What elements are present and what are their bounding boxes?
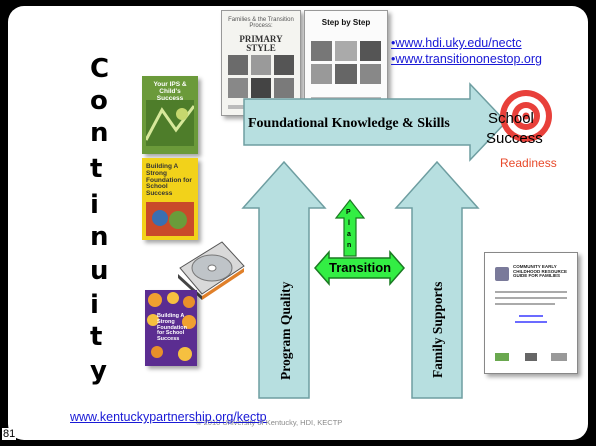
plan-letter: l bbox=[348, 220, 350, 227]
transition-arrow bbox=[314, 250, 405, 286]
family-supports-arrow bbox=[394, 160, 480, 399]
continuity-letter: n bbox=[90, 118, 109, 148]
guide-text-line bbox=[495, 303, 555, 305]
transition-onestop-link[interactable]: •www.transitiononestop.org bbox=[391, 52, 542, 66]
continuity-letter: t bbox=[90, 154, 103, 184]
foundational-label: Foundational Knowledge & Skills bbox=[248, 116, 450, 131]
booklet-photos bbox=[228, 55, 294, 98]
booklet-title: Step by Step bbox=[321, 18, 371, 27]
community-resource-guide-booklet: COMMUNITY EARLY CHILDHOOD RESOURCE GUIDE… bbox=[484, 252, 578, 374]
cd-case bbox=[178, 241, 245, 300]
continuity-letter: y bbox=[90, 356, 107, 386]
school-label: School bbox=[488, 110, 534, 127]
program-quality-arrow bbox=[241, 160, 327, 399]
your-ips-booklet: Your IPS & Child's Success bbox=[142, 76, 198, 154]
booklet-illustration bbox=[146, 202, 194, 236]
building-foundation-yellow-booklet: Building A Strong Foundation for School … bbox=[142, 158, 198, 240]
continuity-letter: u bbox=[90, 256, 109, 286]
continuity-letter: o bbox=[90, 86, 108, 116]
slide-number: 81 bbox=[2, 428, 17, 440]
booklet-photos bbox=[311, 41, 381, 84]
building-foundation-purple-booklet: Building A Strong Foundation for School … bbox=[145, 290, 197, 366]
slide: C o n t i n u i t y Families & the Trans… bbox=[8, 6, 588, 440]
success-label: Success bbox=[486, 130, 543, 147]
booklet-subtitle: Families & the Transition Process: bbox=[228, 17, 294, 30]
target-icon bbox=[500, 90, 552, 142]
diagram-arrows bbox=[241, 82, 552, 399]
booklet-title: PRIMARY STYLE bbox=[239, 34, 283, 54]
foundational-arrow bbox=[243, 82, 508, 162]
plan-arrow bbox=[334, 199, 366, 257]
booklet-illustration bbox=[146, 100, 194, 146]
transition-label: Transition bbox=[329, 260, 392, 275]
continuity-letter: C bbox=[90, 54, 110, 84]
continuity-letter: i bbox=[90, 190, 99, 220]
continuity-letter: t bbox=[90, 322, 103, 352]
booklet-title: Building A Strong Foundation for School … bbox=[157, 313, 187, 343]
guide-logo bbox=[551, 353, 567, 361]
continuity-letter: i bbox=[90, 290, 99, 320]
guide-emblem bbox=[495, 267, 509, 281]
booklet-title: COMMUNITY EARLY CHILDHOOD RESOURCE GUIDE… bbox=[513, 264, 568, 279]
booklet-dot-pattern bbox=[147, 292, 196, 361]
booklet-title: Your IPS & Child's Success bbox=[153, 81, 187, 102]
program-quality-label: Program Quality bbox=[278, 281, 293, 380]
booklet-title: Building A Strong Foundation for School … bbox=[146, 163, 192, 198]
kentucky-partnership-link[interactable]: www.kentuckypartnership.org/kectp bbox=[70, 410, 267, 424]
primary-style-booklet: Families & the Transition Process: PRIMA… bbox=[221, 10, 301, 116]
continuity-letter: n bbox=[90, 222, 109, 252]
family-supports-label: Family Supports bbox=[430, 281, 445, 378]
readiness-label: Readiness bbox=[500, 156, 557, 170]
guide-link-line bbox=[519, 315, 543, 317]
hdi-link[interactable]: •www.hdi.uky.edu/nectc bbox=[391, 36, 522, 50]
guide-text-line bbox=[495, 297, 567, 299]
plan-letter: P bbox=[346, 209, 351, 216]
guide-logo bbox=[525, 353, 537, 361]
guide-text-line bbox=[495, 291, 567, 293]
guide-link-line bbox=[515, 321, 547, 323]
plan-letter: n bbox=[347, 242, 352, 249]
plan-letter: a bbox=[347, 231, 351, 238]
copyright-footer: © 2010 University of Kentucky, HDI, KECT… bbox=[196, 418, 343, 427]
guide-logo bbox=[495, 353, 509, 361]
